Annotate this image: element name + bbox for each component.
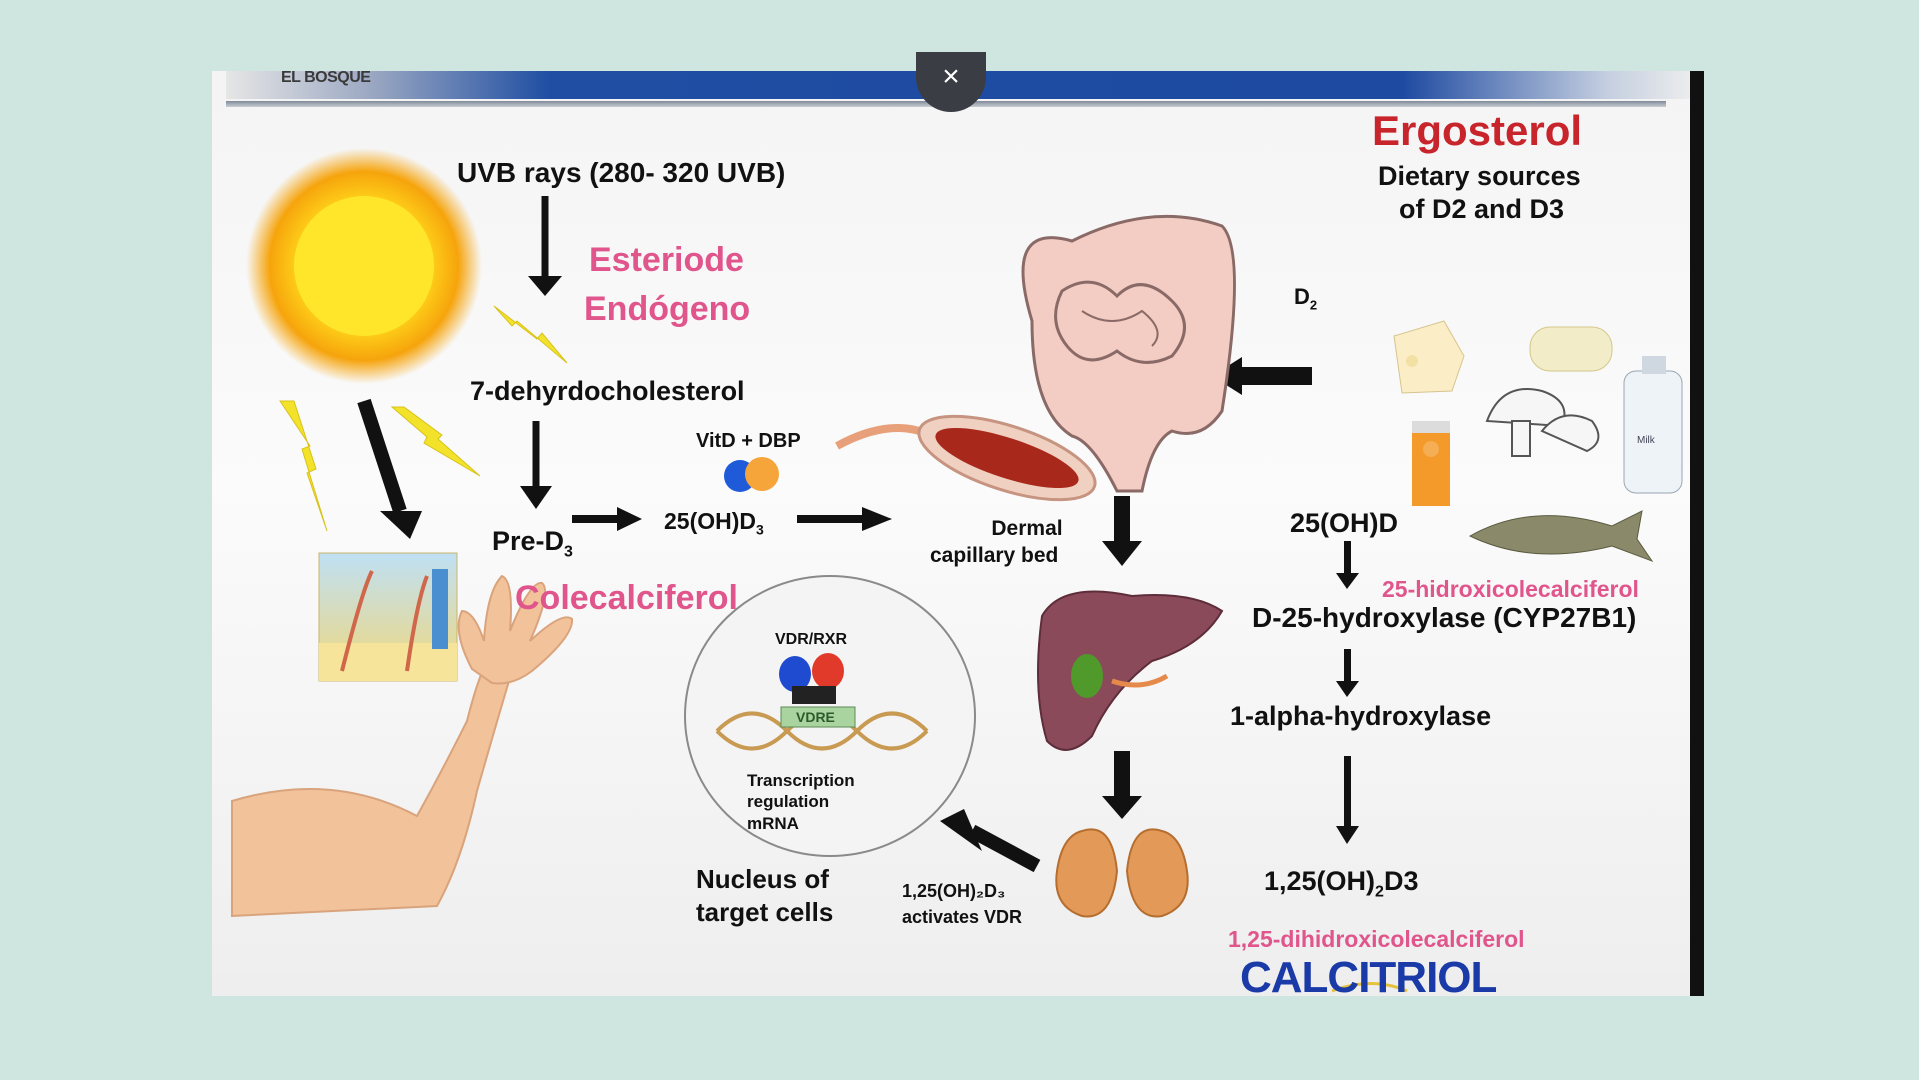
arrow-intestine-to-liver [1102,496,1142,566]
arrow-hydroxylase-down [1336,649,1359,697]
activates-label-1: 1,25(OH)₂D₃ [902,881,1006,901]
nucleus-label-2: target cells [696,897,834,927]
supplement-icon [1412,421,1450,506]
pre-d3-sub: 3 [564,543,573,561]
arrow-kidney-to-nucleus [940,809,1041,873]
transcription-2: regulation [747,792,830,811]
nucleus-label-1: Nucleus of [696,864,829,894]
ohd3-sub: 3 [756,521,764,538]
arrow-ohd-down [1336,541,1359,589]
arm-icon [231,574,574,918]
ohd3-label: 25(OH)D3 [664,508,764,538]
close-button[interactable]: × [916,52,986,112]
colecalciferol-label: Colecalciferol [515,579,738,617]
oh2d3-sub: 2 [1375,883,1384,901]
dietary-label-2: of D2 and D3 [1399,194,1565,224]
d2-text: D [1294,284,1310,309]
mushroom-icon [1485,388,1600,457]
endogeno-label: Endógeno [584,290,751,328]
dehydro-label: 7-dehyrdocholesterol [470,376,745,406]
milk-icon: Milk [1623,356,1683,494]
nucleus-icon [684,575,976,857]
vitd-dbp-label: VitD + DBP [696,430,801,452]
skin-icon [318,552,458,682]
calcitriol-accent [1331,982,1408,993]
d2-label: D2 [1294,284,1317,312]
pills-icon [1529,326,1613,372]
liver-icon [1037,590,1224,751]
activates-label-2: activates VDR [902,907,1023,927]
oh2d3-pre: 1,25(OH) [1264,866,1376,896]
kidney-icon [1055,828,1189,918]
transcription-1: Transcription [747,771,855,790]
arrow-alpha-down [1336,756,1359,844]
sun-icon [246,148,482,384]
slide: EL BOSQUE [212,71,1702,996]
fish-icon [1468,510,1654,563]
org-label: EL BOSQUE [281,71,371,86]
alpha-label: 1-alpha-hydroxylase [1230,701,1492,731]
esteriode-label: Esteriode [589,241,744,279]
calcitriol-label: CALCITRIOL [1240,953,1497,996]
uvb-label: UVB rays (280- 320 UVB) [457,157,786,188]
arrow-dehydro-down [520,421,552,509]
diagram-canvas: Milk [231,148,1683,993]
slide-edge [1690,71,1704,996]
capillary-icon [835,414,1097,502]
arrow-ohd3-to-capillary [797,507,892,531]
dermal-label-1: Dermal [991,517,1063,540]
arrow-uvb-down [528,196,562,296]
vdr-rxr-label: VDR/RXR [775,631,848,648]
pre-d3-text: Pre-D [492,526,565,556]
dietary-label-1: Dietary sources [1378,161,1581,191]
close-icon: × [942,60,960,93]
ergosterol-label: Ergosterol [1372,107,1583,154]
dbp-ball [745,457,779,491]
arrow-liver-to-kidney [1102,751,1142,819]
hydroxylase-label: D-25-hydroxylase (CYP27B1) [1252,602,1637,633]
cheese-icon [1393,320,1465,394]
dihidroxi-label: 1,25-dihidroxicolecalciferol [1228,926,1525,952]
dermal-label-2: capillary bed [930,544,1059,567]
arrow-pre-to-ohd3 [572,507,642,531]
oh2d3-post: D3 [1383,866,1419,896]
ohd3-text: 25(OH)D [664,508,757,534]
oh2d3-label: 1,25(OH)2D3 [1264,866,1418,901]
milk-text: Milk [1637,435,1656,446]
transcription-3: mRNA [747,814,799,833]
lightning-icon [279,305,568,532]
d2-sub: 2 [1309,297,1318,313]
intestine-icon [1021,214,1236,493]
arrow-sun-skin [357,398,422,539]
pre-d3-label: Pre-D3 [492,526,573,561]
vdre-label: VDRE [796,709,835,725]
hidroxi-label: 25-hidroxicolecalciferol [1382,576,1639,602]
ohd-label: 25(OH)D [1290,508,1399,538]
